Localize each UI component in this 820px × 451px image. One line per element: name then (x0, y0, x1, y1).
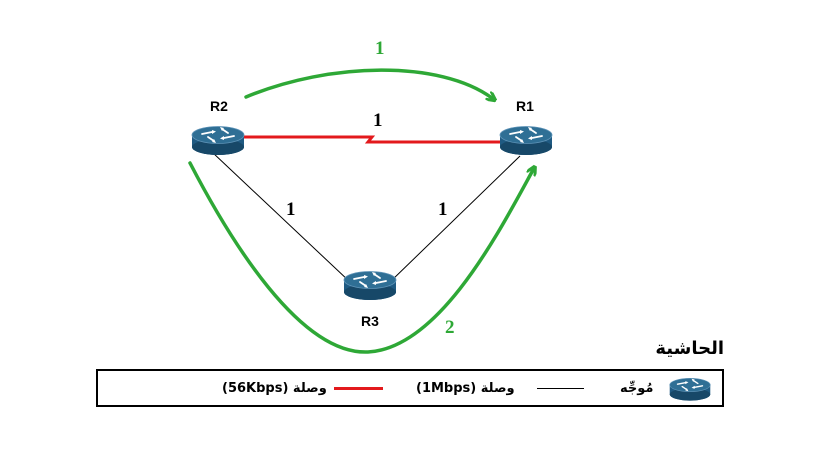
path-2-label: 2 (445, 317, 455, 338)
router-r2-label: R2 (210, 98, 228, 114)
legend-router-icon (669, 377, 711, 402)
legend-ethernet-line (537, 388, 584, 389)
path-2-arrow (188, 161, 533, 354)
ethernet-link-r2-r3 (211, 151, 351, 283)
router-r3-label: R3 (361, 313, 379, 329)
legend-label-serial: وصلة (56Kbps) (222, 381, 327, 396)
cost-label-r2-r1: 1 (373, 110, 383, 131)
cost-label-r3-r1: 1 (438, 199, 448, 220)
legend-serial-line (334, 387, 383, 390)
path-1-label: 1 (375, 38, 385, 59)
serial-link-r2-r1 (244, 135, 502, 144)
ethernet-link-r3-r1 (389, 155, 521, 283)
legend-label-router: مُوجِّه (620, 381, 654, 396)
router-r1-icon[interactable] (499, 125, 553, 156)
router-r2-icon[interactable] (191, 125, 245, 156)
path-1-arrow (244, 68, 492, 98)
legend-title: الحاشية (655, 338, 724, 359)
router-r3-icon[interactable] (343, 270, 397, 301)
legend-box: وصلة (56Kbps) وصلة (1Mbps) مُوجِّه (96, 369, 724, 407)
router-r1-label: R1 (516, 98, 534, 114)
cost-label-r2-r3: 1 (286, 199, 296, 220)
legend-label-ethernet: وصلة (1Mbps) (416, 381, 515, 396)
